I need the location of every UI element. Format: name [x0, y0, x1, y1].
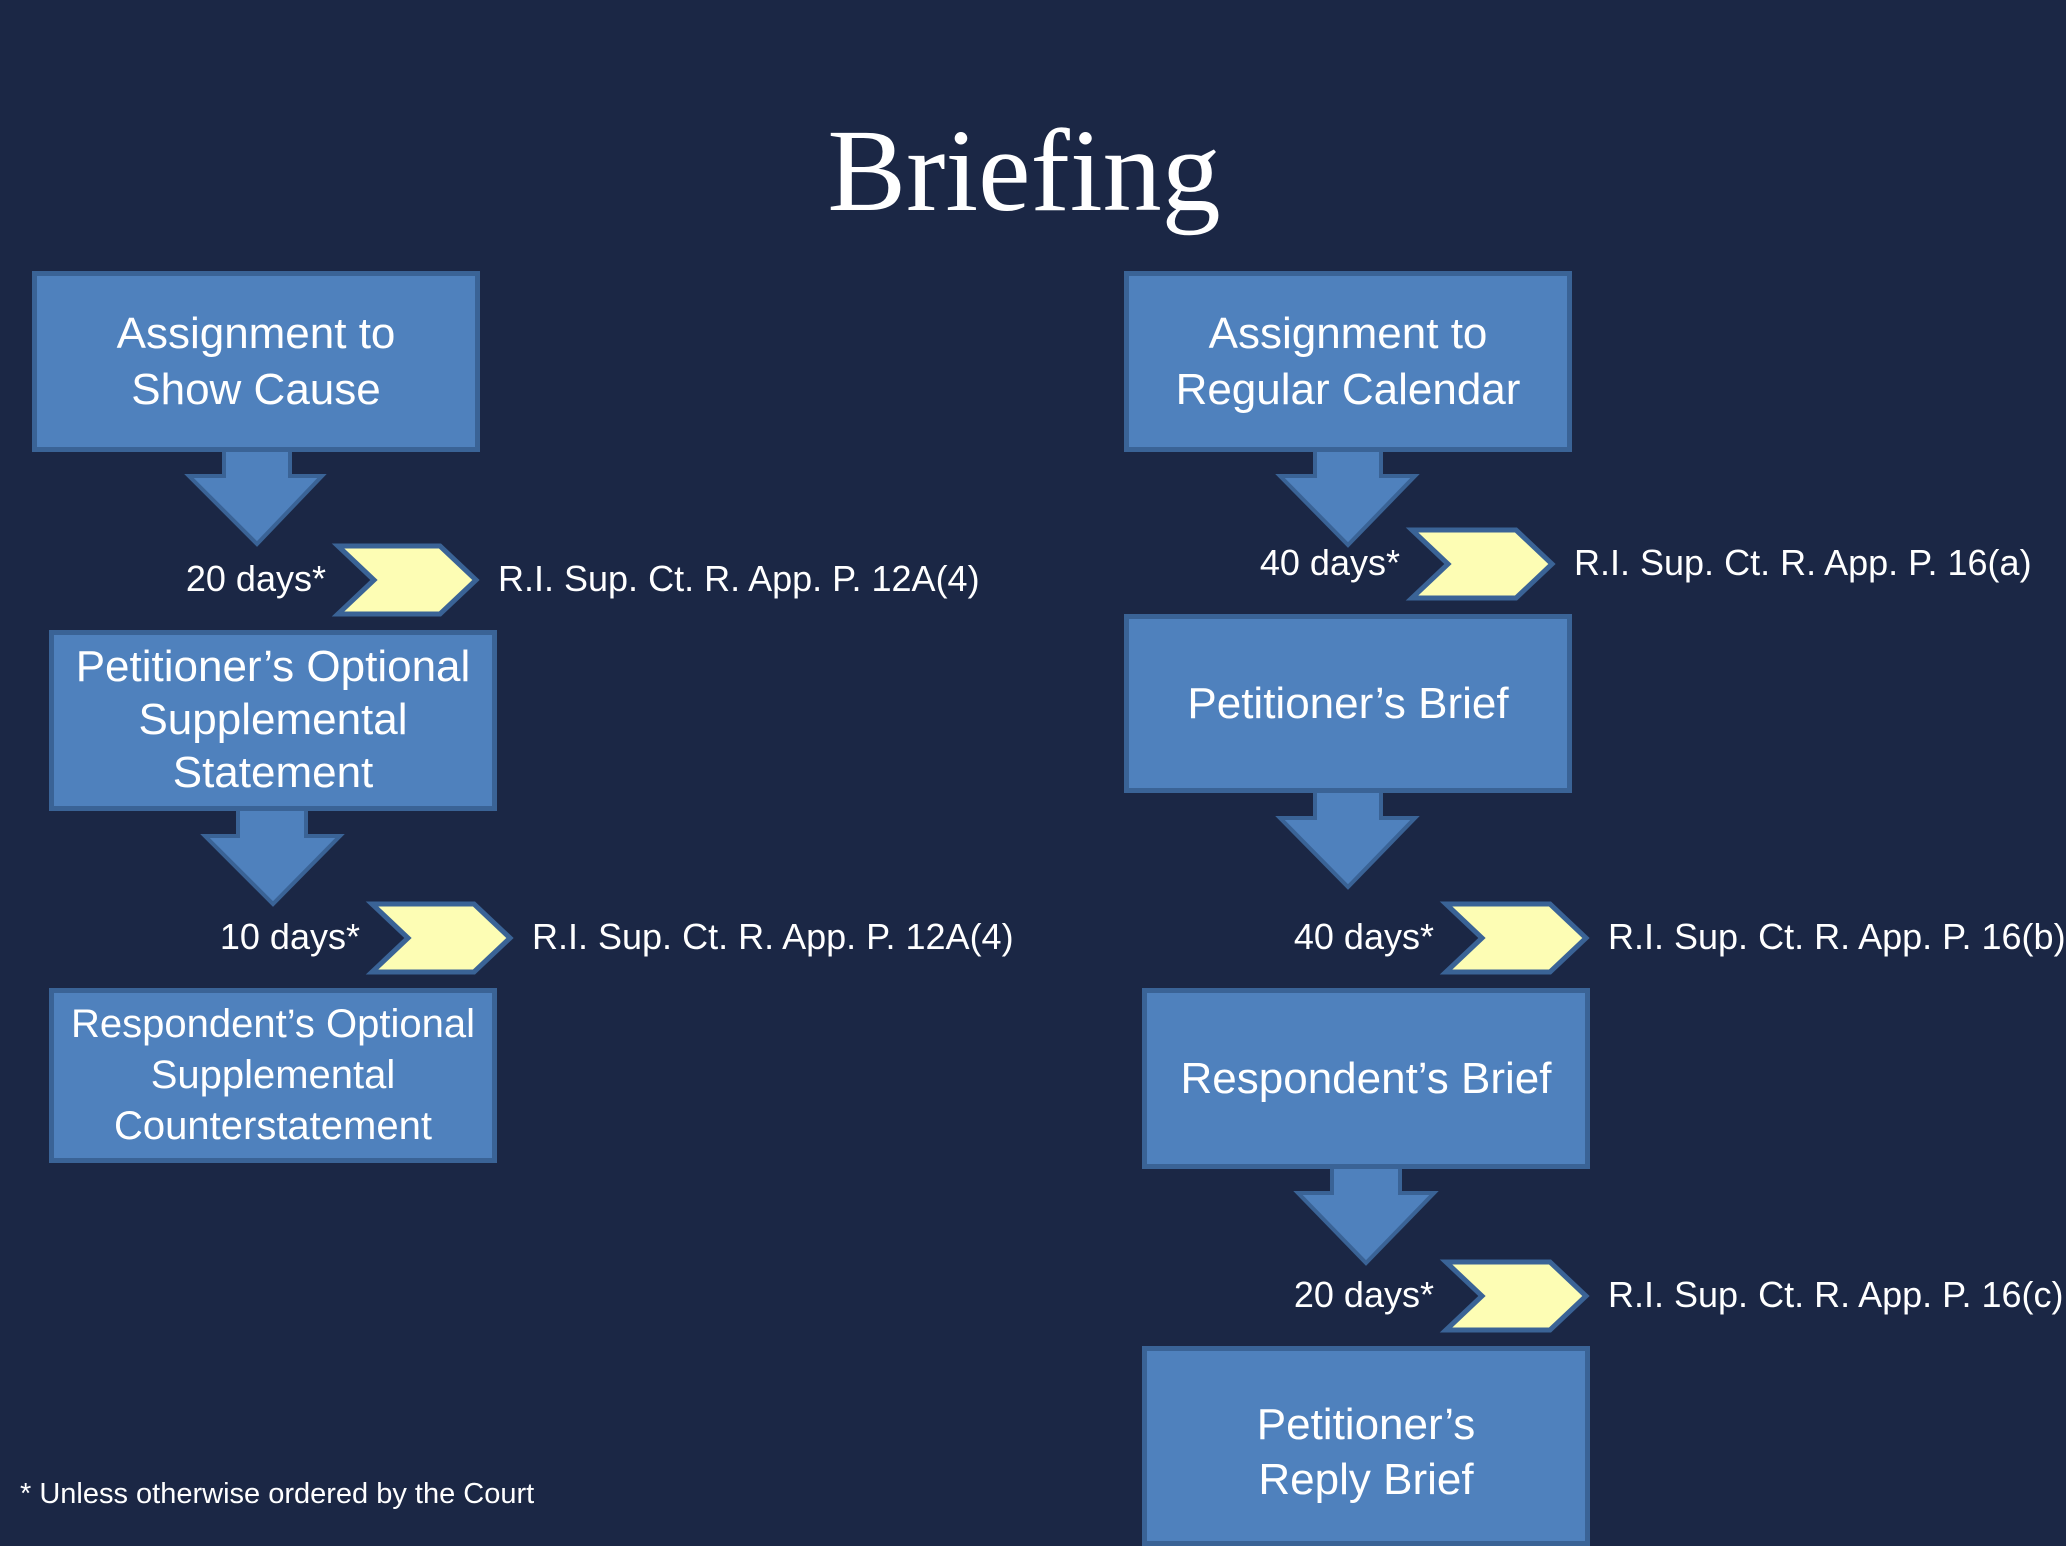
- right-down-arrow-1: [1275, 445, 1420, 548]
- right-days-label-3: 20 days*: [1293, 1274, 1434, 1315]
- right-down-arrow-3: [1293, 1162, 1439, 1266]
- box-label-line: Petitioner’s: [1256, 1400, 1476, 1449]
- box-label-line: Supplemental: [138, 695, 408, 745]
- right-chevron-2: [1439, 901, 1590, 975]
- right-days-label-1: 40 days*: [1259, 542, 1400, 583]
- left-down-arrow-2: [200, 805, 345, 907]
- box-label-line: Assignment to: [1208, 309, 1488, 359]
- box-label-line: Respondent’s Optional: [71, 1001, 475, 1046]
- box-label-line: Petitioner’s Brief: [1187, 678, 1509, 728]
- left-chevron-1: [331, 543, 480, 617]
- left-rule-citation-2: R.I. Sup. Ct. R. App. P. 12A(4): [532, 916, 1014, 957]
- respondents-optional-supplemental-counterstatement-box: Respondent’s Optional Supplemental Count…: [49, 988, 497, 1163]
- box-label-line: Show Cause: [131, 364, 381, 414]
- petitioners-optional-supplemental-statement-box: Petitioner’s Optional Supplemental State…: [49, 630, 497, 811]
- box-label-line: Supplemental: [150, 1052, 396, 1097]
- left-days-label-2: 10 days*: [219, 916, 360, 957]
- left-chevron-2: [365, 901, 514, 975]
- right-chevron-1: [1405, 527, 1556, 601]
- assignment-to-regular-calendar-box: Assignment to Regular Calendar: [1124, 271, 1572, 452]
- box-label-line: Counterstatement: [114, 1104, 432, 1149]
- petitioners-brief-box: Petitioner’s Brief: [1124, 614, 1572, 793]
- box-label-line: Petitioner’s Optional: [75, 642, 471, 692]
- right-rule-citation-1: R.I. Sup. Ct. R. App. P. 16(a): [1574, 542, 2032, 583]
- left-rule-citation-1: R.I. Sup. Ct. R. App. P. 12A(4): [498, 558, 980, 599]
- box-label-line: Regular Calendar: [1175, 364, 1521, 414]
- right-down-arrow-2: [1275, 785, 1420, 890]
- box-label-line: Reply Brief: [1258, 1455, 1474, 1505]
- right-days-label-2: 40 days*: [1293, 916, 1434, 957]
- assignment-to-show-cause-box: Assignment to Show Cause: [32, 271, 480, 452]
- right-chevron-3: [1439, 1259, 1590, 1333]
- petitioners-reply-brief-box: Petitioner’s Reply Brief: [1142, 1346, 1590, 1546]
- right-rule-citation-3: R.I. Sup. Ct. R. App. P. 16(c): [1608, 1274, 2064, 1315]
- footnote: * Unless otherwise ordered by the Court: [20, 1478, 535, 1510]
- right-rule-citation-2: R.I. Sup. Ct. R. App. P. 16(b): [1608, 916, 2066, 957]
- respondents-brief-box: Respondent’s Brief: [1142, 988, 1590, 1169]
- box-label-line: Respondent’s Brief: [1180, 1053, 1552, 1103]
- box-label-line: Statement: [172, 747, 374, 797]
- left-days-label-1: 20 days*: [185, 558, 326, 599]
- box-label-line: Assignment to: [116, 309, 396, 359]
- left-down-arrow-1: [184, 445, 327, 547]
- slide-title: Briefing: [827, 105, 1221, 236]
